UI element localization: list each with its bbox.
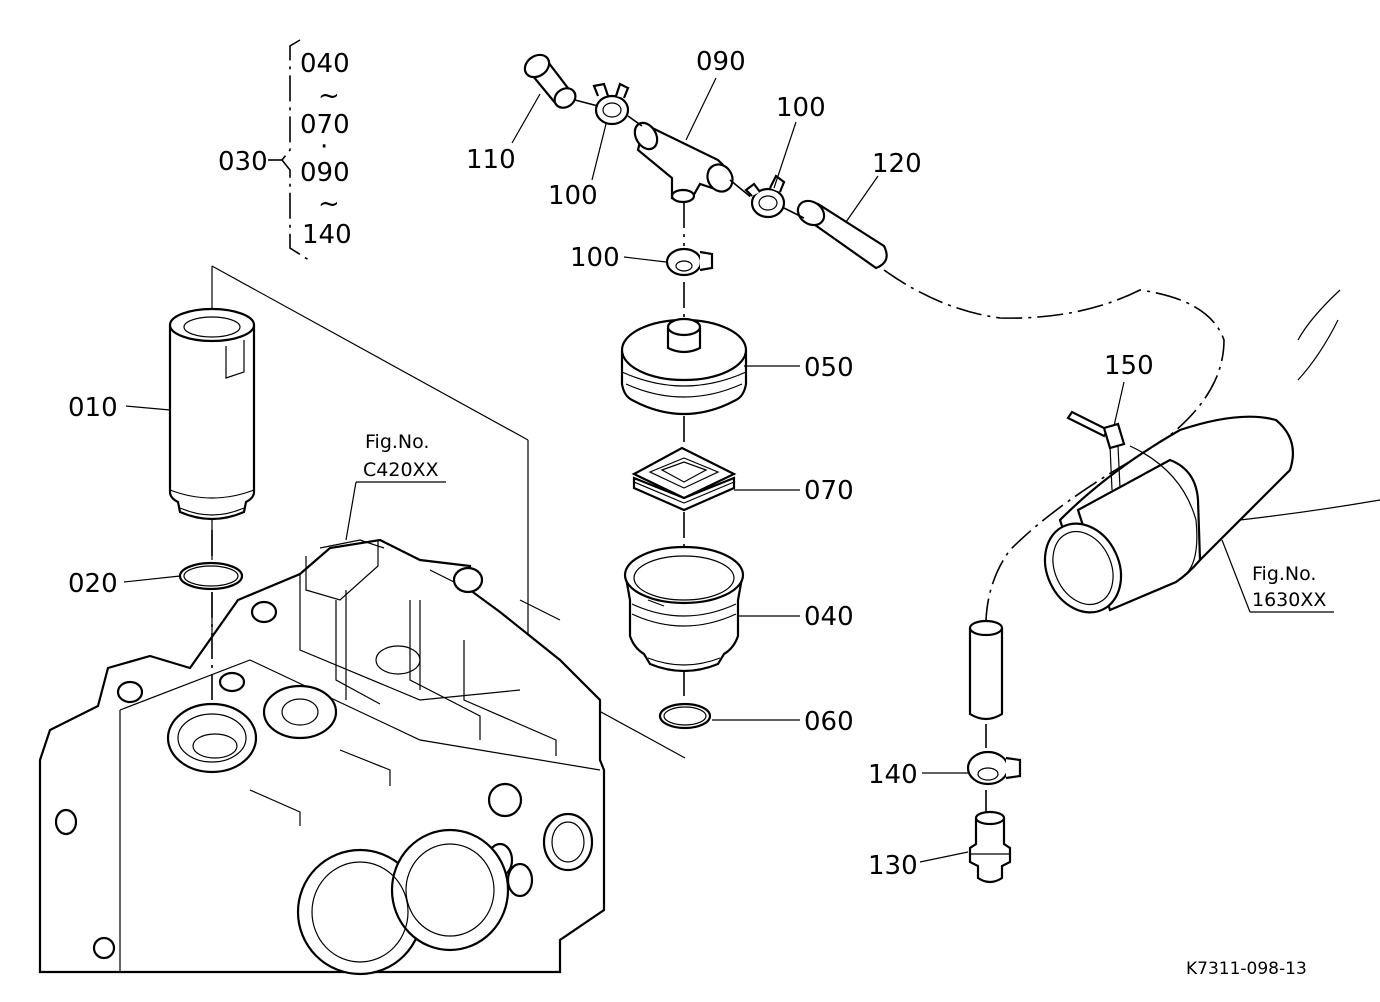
part-130-nipple[interactable] [968, 810, 1012, 884]
group-030-line3: 090 [300, 158, 350, 188]
part-100-clamp-upper-right[interactable] [744, 174, 786, 219]
group-030-line2: 070 [300, 110, 350, 140]
label-100-b[interactable]: 100 [776, 93, 826, 123]
fig-ref-1630-title: Fig.No. [1252, 563, 1316, 585]
assembly-lines [211, 99, 1225, 812]
part-050-filter-cap[interactable] [620, 317, 748, 416]
part-010-sleeve[interactable] [168, 307, 256, 521]
part-090-tee-fitting[interactable] [630, 119, 737, 204]
label-090[interactable]: 090 [696, 47, 746, 77]
label-030[interactable]: 030 [218, 147, 268, 177]
label-020[interactable]: 020 [68, 569, 118, 599]
label-060[interactable]: 060 [804, 707, 854, 737]
fig-ref-c420-title: Fig.No. [365, 431, 429, 453]
part-020-o-ring[interactable] [178, 561, 244, 591]
part-140-hose-section[interactable] [968, 619, 1004, 721]
group-030-tilde1: ~ [318, 81, 340, 111]
group-030-tilde2: ~ [318, 189, 340, 219]
label-040[interactable]: 040 [804, 602, 854, 632]
fig-ref-1630-code[interactable]: 1630XX [1252, 589, 1326, 611]
label-010[interactable]: 010 [68, 393, 118, 423]
gearbox-housing [38, 538, 606, 976]
group-030-dot: · [320, 132, 328, 162]
part-060-o-ring[interactable] [658, 702, 712, 730]
group-030-bracket [268, 39, 313, 263]
label-050[interactable]: 050 [804, 353, 854, 383]
part-100-clamp-middle[interactable] [665, 247, 714, 277]
label-140[interactable]: 140 [868, 760, 918, 790]
label-070[interactable]: 070 [804, 476, 854, 506]
air-cleaner-body [1043, 289, 1380, 614]
label-100-c[interactable]: 100 [570, 243, 620, 273]
label-130[interactable]: 130 [868, 851, 918, 881]
group-030-line1: 040 [300, 49, 350, 79]
label-100-a[interactable]: 100 [548, 181, 598, 211]
group-030-line4: 140 [302, 220, 352, 250]
fig-ref-c420-code[interactable]: C420XX [363, 459, 439, 481]
part-070-filter-element[interactable] [631, 446, 737, 512]
label-110[interactable]: 110 [466, 145, 516, 175]
part-040-filter-bowl[interactable] [623, 545, 745, 673]
part-140-clamp[interactable] [966, 750, 1022, 786]
drawing-code: K7311-098-13 [1186, 959, 1307, 979]
part-150-cable-tie[interactable] [1066, 410, 1126, 491]
label-150[interactable]: 150 [1104, 351, 1154, 381]
part-110-hose-end[interactable] [521, 50, 580, 111]
label-120[interactable]: 120 [872, 149, 922, 179]
part-120-hose[interactable] [793, 196, 888, 270]
part-100-clamp-upper-left[interactable] [592, 82, 630, 126]
